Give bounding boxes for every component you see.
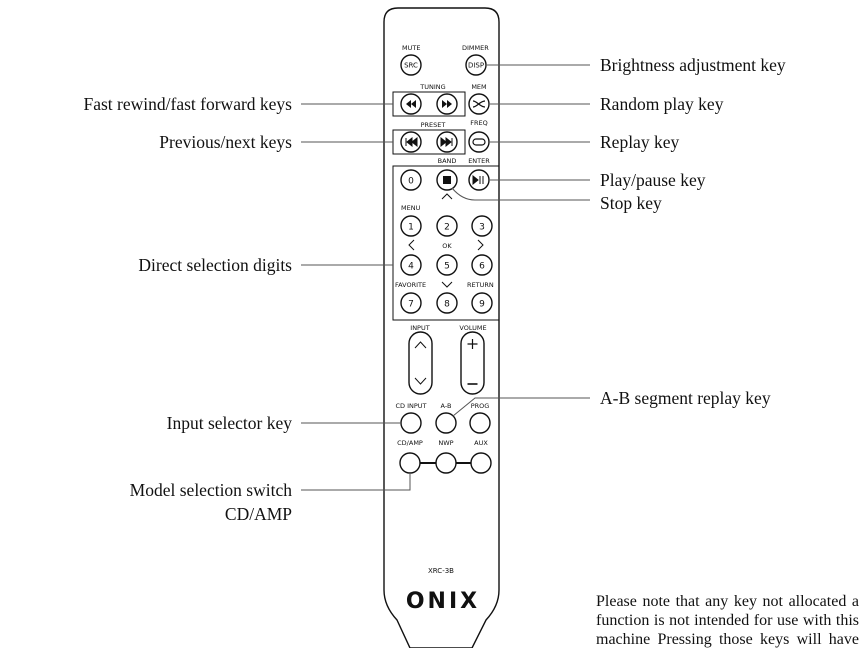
callout-model-switch: Model selection switch	[130, 480, 293, 500]
digit-0-label: 0	[408, 177, 414, 187]
prog-label: PROG	[471, 402, 490, 410]
volume-plus-icon	[467, 339, 478, 349]
volume-rocker[interactable]	[460, 331, 485, 395]
ok-label: OK	[442, 242, 452, 250]
right-chevron-icon	[477, 239, 484, 251]
dimmer-label: DIMMER	[462, 44, 489, 52]
mem-label: MEM	[471, 83, 486, 91]
cd-amp-label: CD/AMP	[397, 439, 423, 447]
aux-switch[interactable]	[470, 452, 492, 474]
cd-amp-switch[interactable]	[399, 452, 421, 474]
favorite-label: FAVORITE	[395, 281, 426, 289]
input-rocker[interactable]	[408, 331, 433, 395]
src-button-label: SRC	[404, 62, 418, 70]
callout-brightness: Brightness adjustment key	[600, 55, 786, 75]
replay-button[interactable]	[468, 131, 490, 153]
up-chevron-icon	[441, 193, 453, 200]
ab-leader	[452, 397, 590, 417]
digit-9-label: 9	[479, 300, 485, 310]
callout-model-switch-sub: CD/AMP	[225, 504, 292, 524]
mute-label: MUTE	[402, 44, 420, 52]
remote-body	[383, 7, 500, 648]
rewind-icon	[406, 100, 416, 108]
play-pause-button[interactable]	[468, 169, 490, 191]
model-switch-leader	[301, 473, 411, 491]
menu-label: MENU	[401, 204, 421, 212]
digit-6-label: 6	[479, 262, 485, 272]
freq-label: FREQ	[470, 119, 487, 127]
down-chevron-icon	[441, 281, 453, 288]
digit-8-label: 8	[444, 300, 450, 310]
input-down-icon	[414, 377, 427, 385]
enter-label: ENTER	[468, 157, 490, 165]
digit-7-button[interactable]	[400, 292, 422, 314]
src-button[interactable]	[400, 54, 422, 76]
fast-forward-icon	[442, 100, 452, 108]
digit-2-button[interactable]	[436, 215, 458, 237]
callout-fast-rewind: Fast rewind/fast forward keys	[84, 94, 293, 114]
callout-direct-digits: Direct selection digits	[138, 255, 292, 275]
cd-input-label: CD INPUT	[395, 402, 426, 410]
a-b-button[interactable]	[435, 412, 457, 434]
digit-4-label: 4	[408, 262, 414, 272]
left-chevron-icon	[408, 239, 415, 251]
digit-6-button[interactable]	[471, 254, 493, 276]
callout-replay: Replay key	[600, 132, 679, 152]
input-up-icon	[414, 341, 427, 349]
digit-0-button[interactable]	[400, 169, 422, 191]
disp-button-label: DISP	[468, 62, 484, 70]
callout-ab-replay: A-B segment replay key	[600, 388, 771, 408]
digit-3-label: 3	[479, 223, 485, 233]
cd-input-button[interactable]	[400, 412, 422, 434]
onix-logo: ONIX	[406, 589, 480, 614]
aux-label: AUX	[474, 439, 488, 447]
model-label: XRC-3B	[428, 567, 454, 575]
previous-icon	[405, 136, 418, 148]
a-b-label: A-B	[441, 402, 452, 410]
band-label: BAND	[438, 157, 457, 165]
nwp-label: NWP	[438, 439, 453, 447]
digit-9-button[interactable]	[471, 292, 493, 314]
repeat-icon	[472, 138, 486, 146]
preset-label: PRESET	[421, 121, 446, 129]
digit-7-label: 7	[408, 300, 414, 310]
callout-input-selector: Input selector key	[167, 413, 293, 433]
callout-stop: Stop key	[600, 193, 662, 213]
nwp-switch[interactable]	[435, 452, 457, 474]
digit-1-label: 1	[408, 223, 414, 233]
digit-5-button[interactable]	[436, 254, 458, 276]
digit-1-button[interactable]	[400, 215, 422, 237]
volume-label: VOLUME	[459, 324, 486, 332]
callout-prev-next: Previous/next keys	[159, 132, 292, 152]
digit-2-label: 2	[444, 223, 450, 233]
shuffle-icon	[472, 100, 486, 108]
callout-random: Random play key	[600, 94, 724, 114]
play-pause-icon	[472, 174, 484, 186]
leader-lines	[301, 64, 590, 491]
digit-4-button[interactable]	[400, 254, 422, 276]
digit-3-button[interactable]	[471, 215, 493, 237]
digit-group-frame	[392, 165, 500, 321]
tuning-label: TUNING	[419, 83, 445, 91]
digit-5-label: 5	[444, 262, 450, 272]
footnote: Please note that any key not allocated a…	[596, 593, 859, 648]
disp-button[interactable]	[465, 54, 487, 76]
digit-8-button[interactable]	[436, 292, 458, 314]
input-label: INPUT	[410, 324, 429, 332]
next-icon	[440, 136, 453, 148]
callout-play-pause: Play/pause key	[600, 170, 706, 190]
stop-icon	[443, 176, 451, 184]
prog-button[interactable]	[469, 412, 491, 434]
stop-leader	[451, 187, 590, 201]
return-label: RETURN	[467, 281, 494, 289]
